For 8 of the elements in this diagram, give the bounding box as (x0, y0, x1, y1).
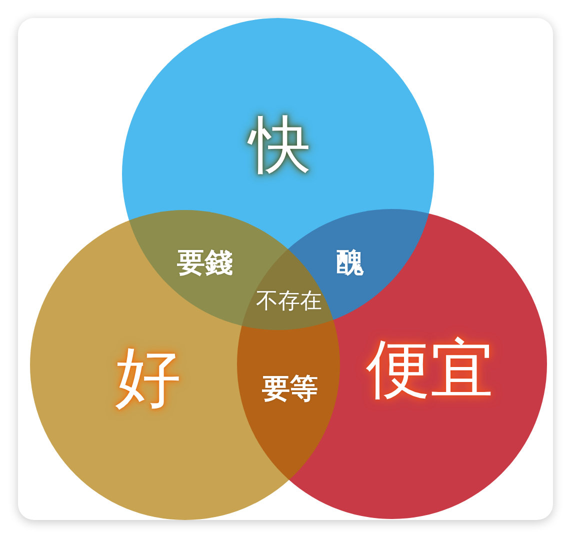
circle-label: 便宜 (366, 338, 494, 402)
region-label: 醜 (336, 249, 364, 277)
venn-circle (122, 18, 434, 330)
region-label: 要等 (262, 375, 318, 403)
circle-label: 好 (115, 345, 181, 411)
circle-label: 快 (249, 114, 311, 176)
region-label: 不存在 (256, 291, 322, 313)
region-label: 要錢 (177, 249, 233, 277)
